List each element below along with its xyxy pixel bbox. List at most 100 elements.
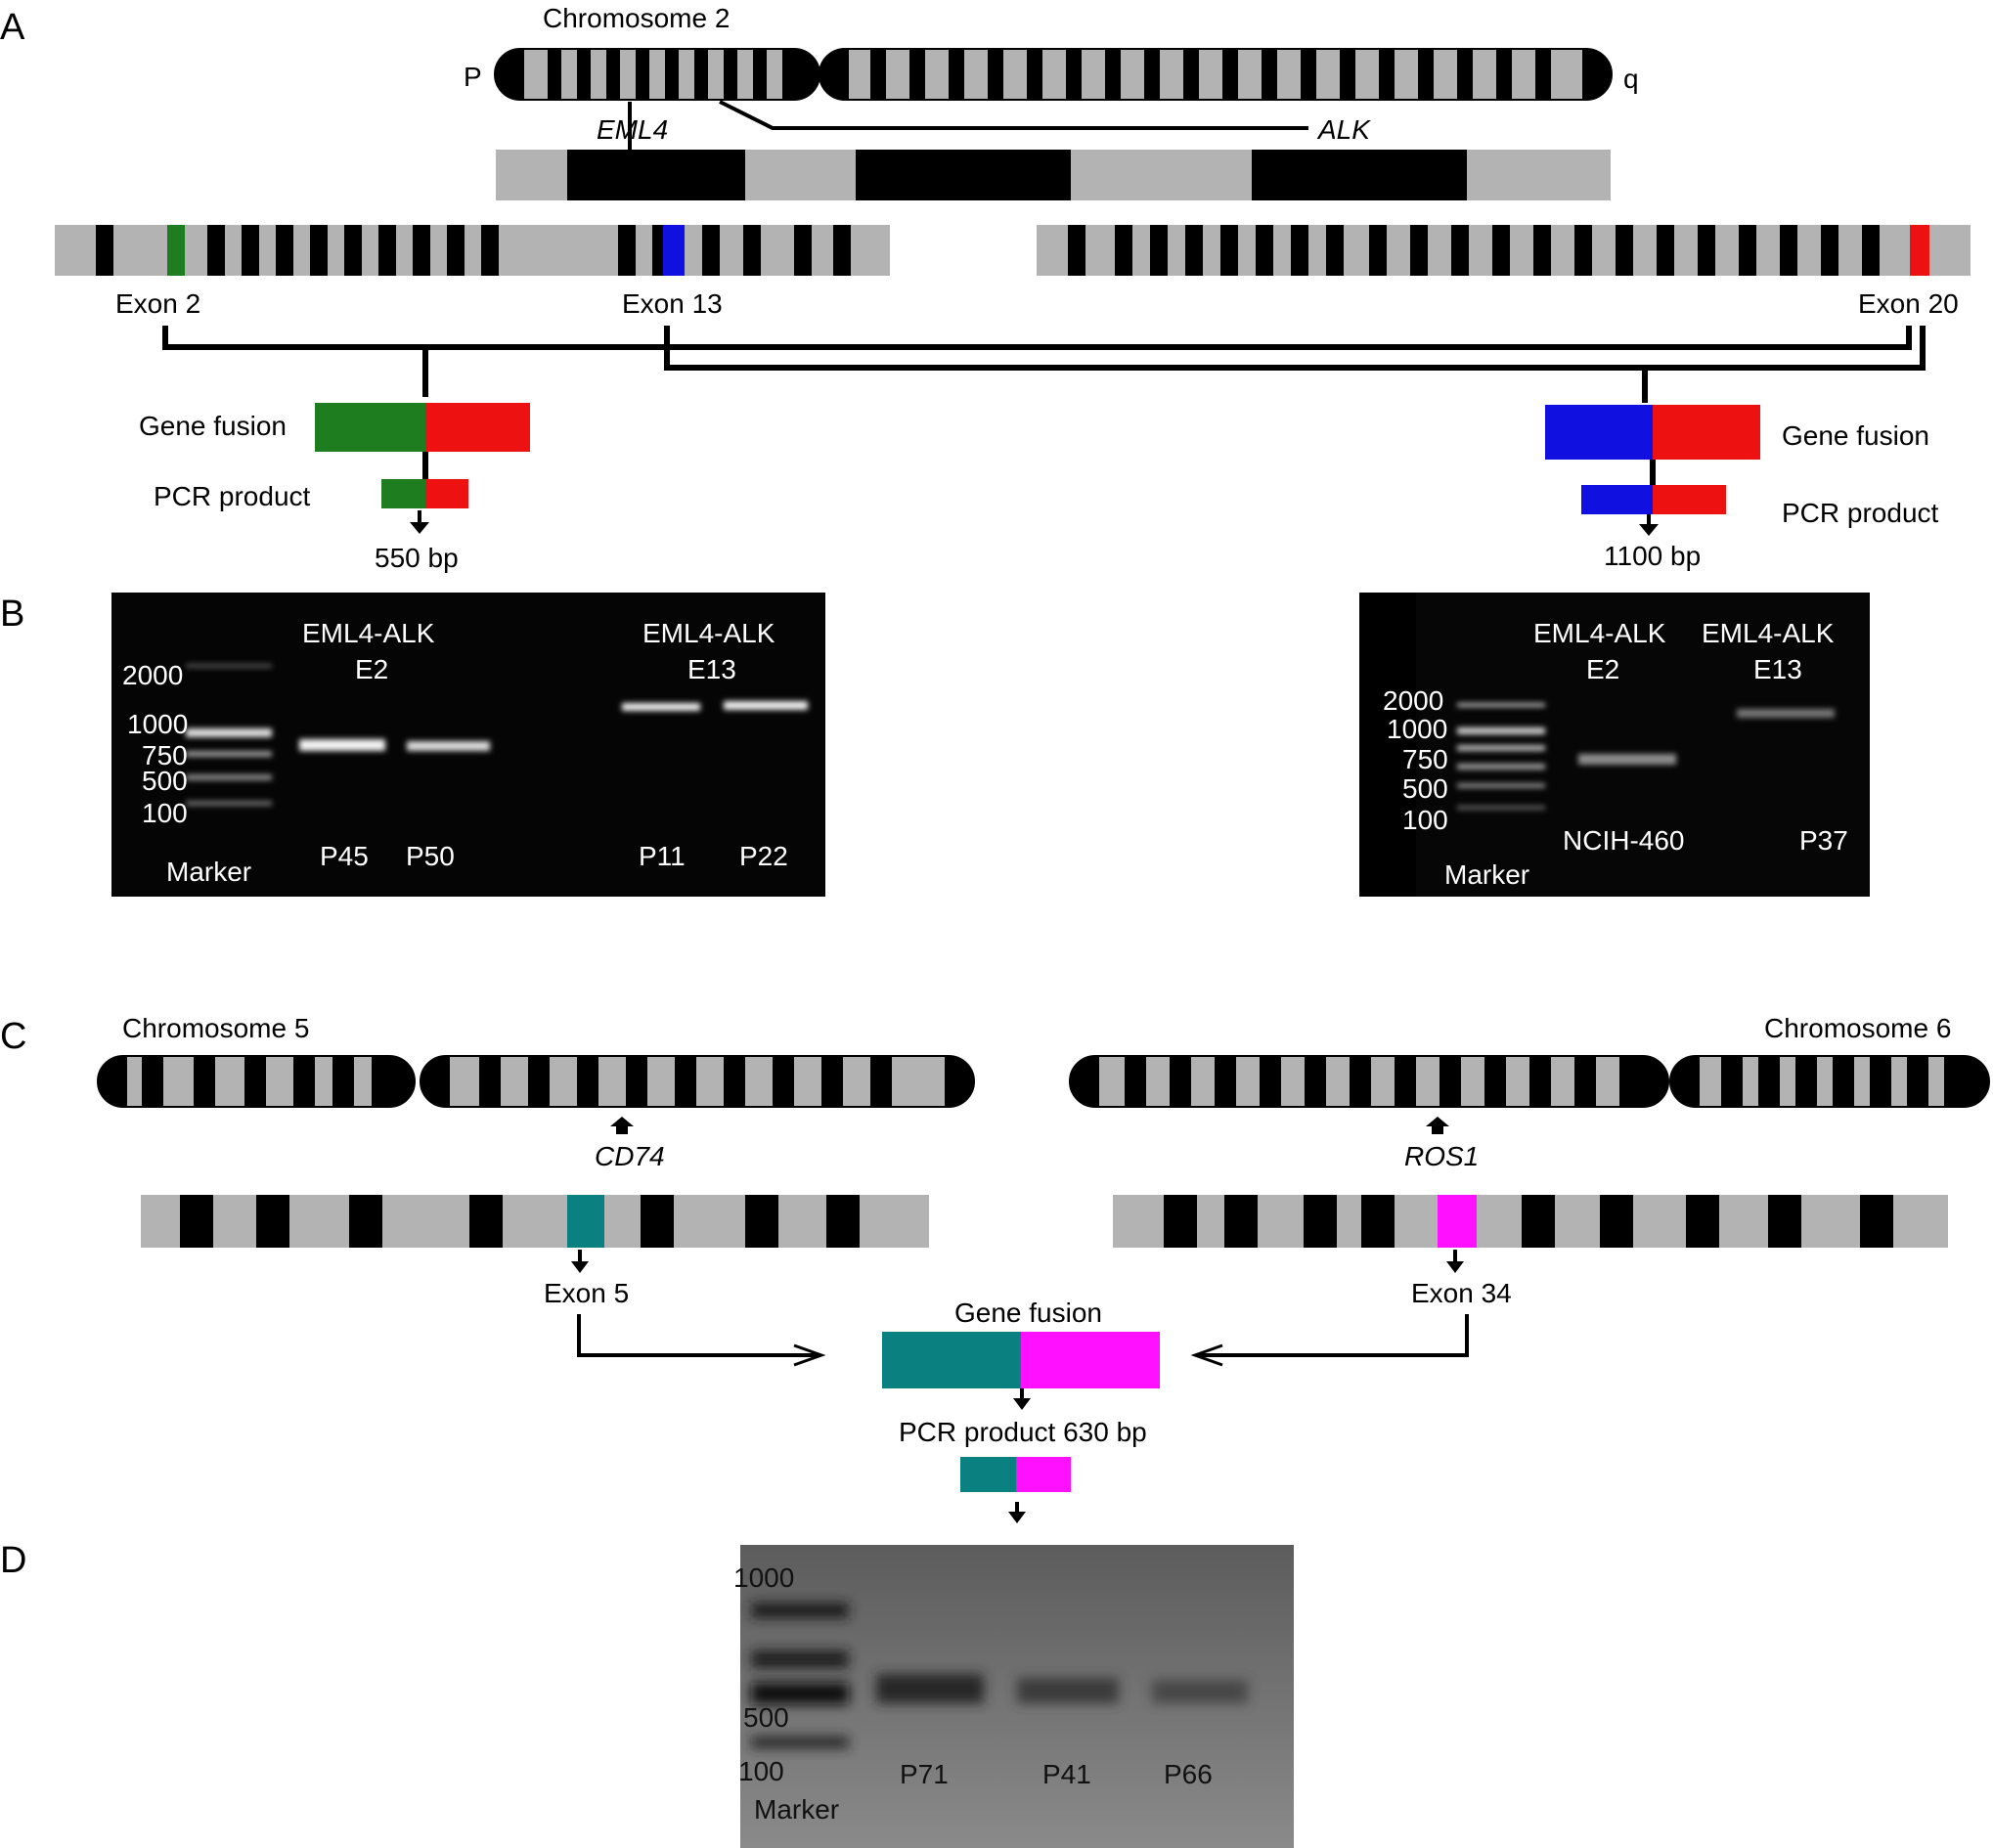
chromosome-6-p-arm (1070, 1056, 1668, 1107)
exon-band (1361, 1195, 1395, 1248)
chromosome-cap (495, 49, 524, 100)
panel-label-d: D (0, 1540, 26, 1581)
exon-band (641, 1195, 674, 1248)
chromosome-band (548, 49, 561, 100)
chromosome-band (479, 1056, 501, 1107)
chromosome-band (606, 49, 620, 100)
chromosome-outline (1669, 1055, 1990, 1108)
gel3-lane-marker: Marker (754, 1794, 839, 1825)
alk-gene-structure (1037, 225, 1971, 276)
chromosome-band (1529, 1056, 1551, 1107)
gel1-header-e13-line1: EML4-ALK (642, 618, 775, 648)
exon-band (833, 225, 851, 276)
chromosome-band (909, 49, 925, 100)
exon-band (344, 225, 362, 276)
chromosome-band (1418, 49, 1434, 100)
exon-band (1115, 225, 1132, 276)
chromosome-band (1944, 1056, 1966, 1107)
gel-image-2: EML4-ALK E2 EML4-ALK E13 2000 1000 750 5… (1359, 593, 1870, 897)
exon-band (1821, 225, 1838, 276)
gel1-header-e2-line1: EML4-ALK (302, 618, 435, 648)
ros1-gene-label: ROS1 (1404, 1141, 1479, 1171)
chromosome-band (1457, 49, 1473, 100)
pcr-product-left-label: PCR product (154, 481, 311, 511)
fusion-alk-segment-left (425, 403, 530, 452)
exon-band (256, 1195, 289, 1248)
chromosome-cap (1070, 1056, 1099, 1107)
cd74-gene-structure (141, 1195, 929, 1248)
gel2-header-e13-line2: E13 (1753, 654, 1802, 684)
exon-band (1451, 225, 1469, 276)
fusion-eml4-exon13-segment (1545, 405, 1653, 460)
arrow-down-icon (1013, 1388, 1031, 1410)
exon-band (1522, 1195, 1555, 1248)
panel-label-a: A (0, 7, 25, 48)
chromosome-outline (420, 1055, 975, 1108)
gel1-lane-marker: Marker (166, 857, 251, 887)
fusion-ros1-segment (1021, 1332, 1160, 1388)
gel3-lane-p66: P66 (1164, 1759, 1213, 1789)
size-550bp-label: 550 bp (375, 543, 459, 573)
exon-band (1600, 1195, 1633, 1248)
chromosome-cap (945, 1056, 974, 1107)
chromosome-band (1144, 49, 1160, 100)
fusion-alk-segment-right (1653, 405, 1760, 460)
fusion-eml4-exon2-segment (315, 403, 425, 452)
chromosome-6-q-arm (1670, 1056, 1989, 1107)
chromosome-band (1125, 1056, 1146, 1107)
exon-band (1860, 1195, 1893, 1248)
p-arm-label: P (464, 62, 482, 92)
chromosome-band (636, 49, 649, 100)
chromosome-band (1870, 1056, 1891, 1107)
chromosome-band (988, 49, 1003, 100)
exon-band (310, 225, 328, 276)
gel1-header-e2-line2: E2 (355, 654, 388, 684)
chromosome-band (1350, 1056, 1371, 1107)
eml4-exon2-highlight (167, 225, 185, 276)
chromosome-band (1721, 1056, 1743, 1107)
gel1-ladder-750: 750 (142, 740, 188, 770)
exon-band (1164, 1195, 1197, 1248)
arrow-right-icon (793, 1343, 826, 1367)
gel1-ladder-100: 100 (142, 798, 188, 828)
ros1-gene-structure (1113, 1195, 1948, 1248)
chromosome-2-title: Chromosome 2 (543, 3, 730, 33)
chromosome-band (1305, 1056, 1326, 1107)
chromosome-band (782, 49, 796, 100)
arrow-down-icon (1639, 514, 1659, 536)
exon-band (618, 225, 636, 276)
gel1-lane-p50: P50 (406, 841, 455, 871)
exon34-label: Exon 34 (1411, 1278, 1512, 1308)
exon-band (413, 225, 430, 276)
exon-band (1862, 225, 1880, 276)
gel2-lane-p37: P37 (1799, 825, 1848, 856)
exon-band (1224, 1195, 1258, 1248)
exon-band (349, 1195, 382, 1248)
exon-band (794, 225, 812, 276)
exon-band (1150, 225, 1168, 276)
chromosome-2-p-arm (495, 49, 819, 100)
chromosome-band (949, 49, 964, 100)
chromosome-band (870, 49, 886, 100)
gel3-ladder-100: 100 (738, 1756, 784, 1786)
exon-band (1410, 225, 1428, 276)
exon-band (745, 1195, 778, 1248)
chromosome-band (1340, 49, 1355, 100)
chromosome-band (694, 49, 708, 100)
chromosome-band (1027, 49, 1042, 100)
gel1-ladder-2000: 2000 (122, 660, 183, 690)
chromosome-band (1758, 1056, 1780, 1107)
arrow-up-icon (610, 1117, 634, 1134)
exon-band (481, 225, 499, 276)
chromosome-cap (819, 49, 849, 100)
gene-fusion-c-label: Gene fusion (954, 1298, 1102, 1328)
chromosome-5-q-arm (421, 1056, 974, 1107)
chromosome-band (1833, 1056, 1854, 1107)
exon-band (1657, 225, 1674, 276)
arrow-down-icon (1446, 1250, 1464, 1273)
gel1-lane-p22: P22 (739, 841, 788, 871)
q-arm-label: q (1623, 64, 1639, 94)
exon-band (743, 225, 761, 276)
gene-fusion-right-label: Gene fusion (1782, 420, 1929, 451)
